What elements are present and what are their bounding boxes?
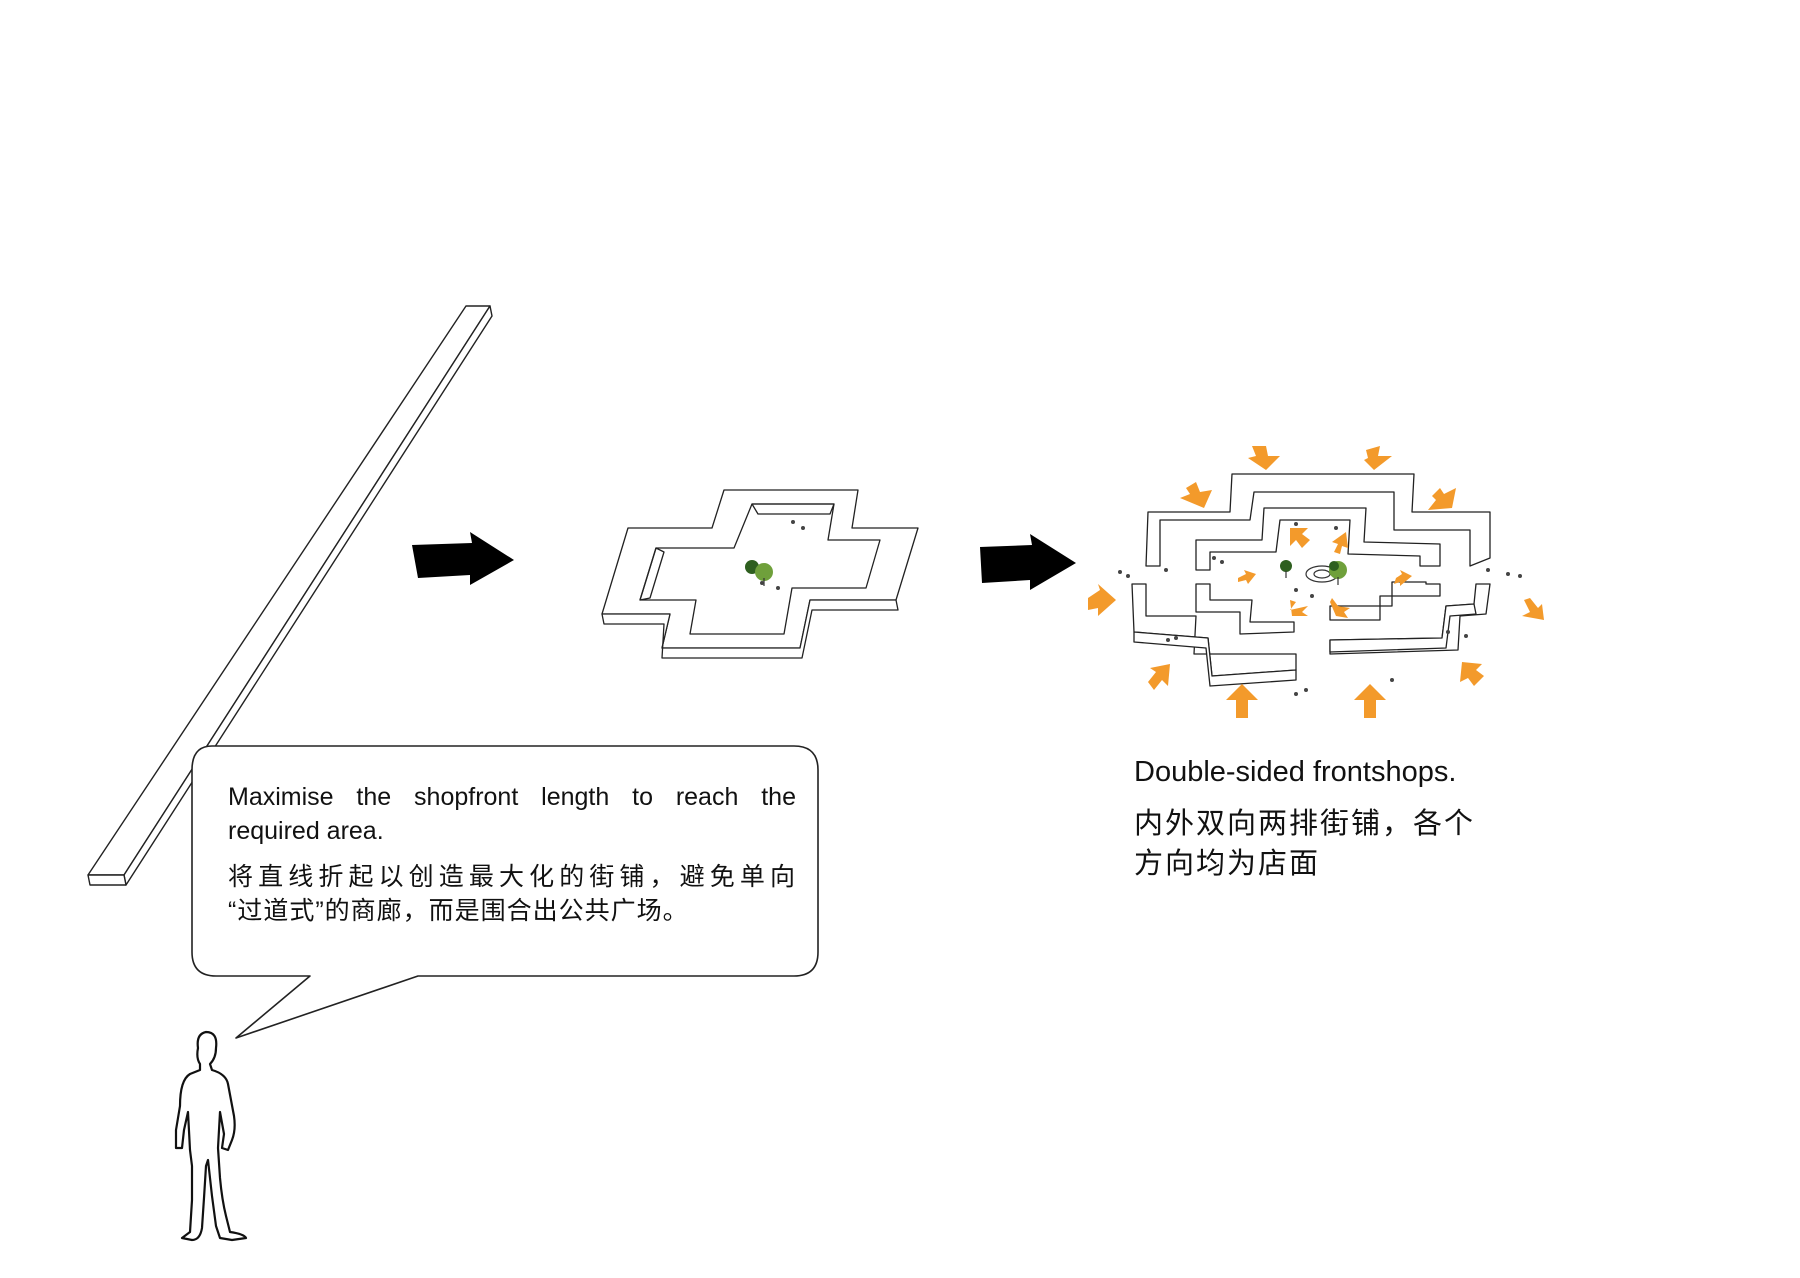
bubble-chinese-line2: “过道式”的商廊，而是围合出公共广场。	[228, 897, 689, 925]
tree-icon	[1280, 560, 1292, 578]
tree-icon	[1329, 561, 1347, 585]
straight-bar-block	[87, 305, 493, 886]
person-silhouette-icon	[174, 1030, 248, 1242]
orange-arrow-icon	[1238, 528, 1412, 618]
speech-bubble	[191, 745, 819, 1039]
people-figures	[760, 520, 805, 590]
caption: Double-sided frontshops. 内外双向两排街铺，各个 方向均…	[1134, 754, 1554, 884]
caption-chinese-line1: 内外双向两排街铺，各个	[1134, 808, 1476, 840]
tree-icon	[745, 560, 773, 586]
right-arrow-icon	[412, 532, 514, 585]
caption-english: Double-sided frontshops.	[1134, 756, 1457, 788]
bubble-english-line1: Maximise the shopfront length to reach t…	[228, 783, 796, 811]
bubble-chinese-line1: 将直线折起以创造最大化的街铺，避免单向	[228, 863, 796, 891]
right-arrow-icon	[980, 534, 1076, 590]
double-cross-block	[1131, 473, 1491, 687]
bubble-text: Maximise the shopfront length to reach t…	[228, 780, 796, 928]
orange-arrow-icon	[1088, 446, 1544, 718]
caption-chinese-line2: 方向均为店面	[1134, 848, 1321, 880]
people-figures	[1118, 522, 1522, 696]
bubble-english-line2: required area.	[228, 817, 384, 845]
